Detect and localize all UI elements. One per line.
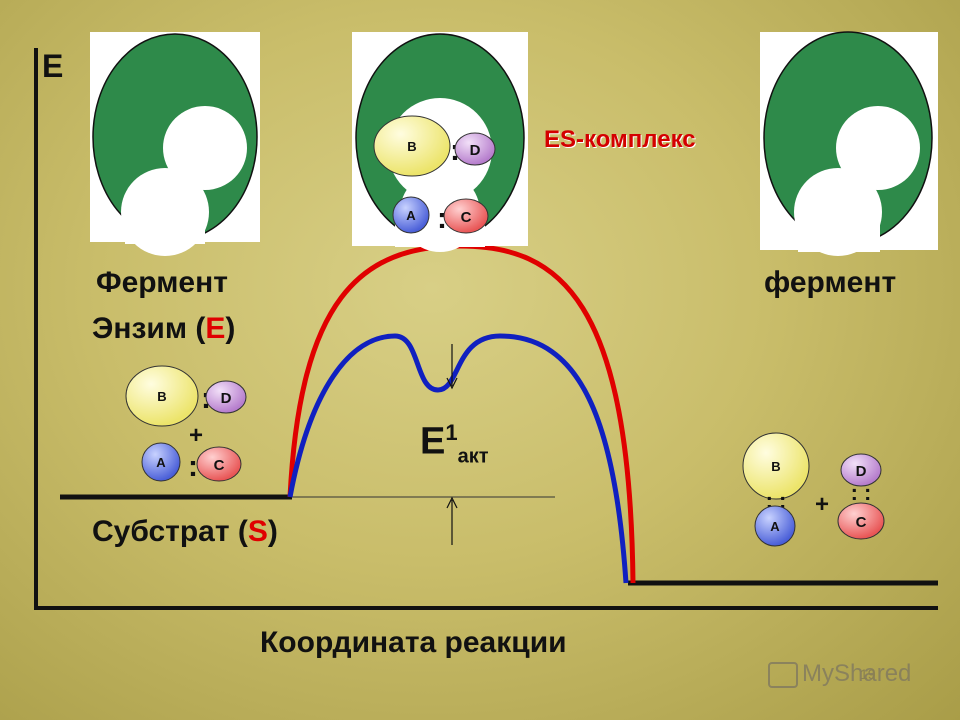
- svg-text::: :: [437, 202, 447, 235]
- enzyme-label-right: фермент: [764, 266, 897, 299]
- es-complex-molecules: B : D A : C: [373, 115, 496, 235]
- svg-text:C: C: [856, 514, 867, 531]
- activation-sub: акт: [457, 445, 489, 468]
- x-axis-label: Координата реакции: [260, 626, 567, 659]
- svg-text:B: B: [157, 389, 166, 404]
- svg-text:D: D: [856, 463, 867, 480]
- svg-text:A: A: [406, 208, 416, 223]
- substrate-symbol: S: [247, 515, 268, 548]
- svg-text:B: B: [771, 459, 780, 474]
- svg-text:D: D: [470, 142, 481, 159]
- page-number: 19: [860, 666, 876, 682]
- molecule-b: [742, 432, 810, 500]
- molecule-c: [443, 198, 489, 234]
- substrate-molecules: B : D + A : C: [125, 365, 247, 483]
- enzyme-label-line2: Энзим (E): [92, 312, 235, 346]
- svg-text:A: A: [156, 455, 166, 470]
- enzyme-label-suffix: ): [225, 312, 236, 345]
- svg-text:+: +: [815, 491, 829, 518]
- enzyme-label-line1: Фермент: [96, 266, 228, 299]
- svg-text:C: C: [214, 457, 225, 474]
- molecule-d: [205, 380, 247, 414]
- substrate-suffix: ): [267, 515, 278, 548]
- molecule-a: [141, 442, 181, 482]
- activation-main: E: [420, 420, 446, 463]
- svg-text:+: +: [189, 422, 203, 449]
- svg-text:A: A: [770, 519, 780, 534]
- molecule-d: [840, 453, 882, 487]
- enzyme-label-prefix: Энзим (: [92, 312, 206, 345]
- product-molecules: B : : A + D : : C: [742, 432, 885, 547]
- svg-text::: :: [188, 450, 198, 483]
- molecule-c: [837, 502, 885, 540]
- activation-arrows: [446, 344, 458, 545]
- svg-text:: :: : :: [851, 480, 872, 505]
- molecule-a: [754, 505, 796, 547]
- svg-text:C: C: [461, 209, 472, 226]
- svg-text:B: B: [407, 139, 416, 154]
- substrate-prefix: Субстрат (: [92, 515, 248, 548]
- enzyme-image-right: [760, 31, 938, 256]
- axes: [34, 48, 938, 610]
- y-axis-label: E: [42, 48, 64, 84]
- es-complex-label: ES-комплекс: [544, 126, 696, 153]
- activation-energy-label: E1акт: [420, 420, 489, 468]
- molecule-c: [196, 446, 242, 482]
- svg-text:D: D: [221, 390, 232, 407]
- molecule-b: [125, 365, 199, 427]
- molecule-a: [392, 196, 430, 234]
- molecule-b: [373, 115, 451, 177]
- enzyme-image-left: [90, 32, 260, 256]
- catalyzed-curve: [287, 333, 629, 584]
- watermark-icon: [768, 661, 798, 688]
- substrate-label: Субстрат (S): [92, 515, 278, 549]
- activation-sup: 1: [445, 420, 458, 445]
- watermark: MyShared: [768, 660, 911, 688]
- uncatalyzed-curve: [287, 243, 636, 584]
- enzyme-symbol: E: [205, 312, 226, 345]
- watermark-text: MyShared: [802, 660, 912, 687]
- molecule-d: [454, 132, 496, 166]
